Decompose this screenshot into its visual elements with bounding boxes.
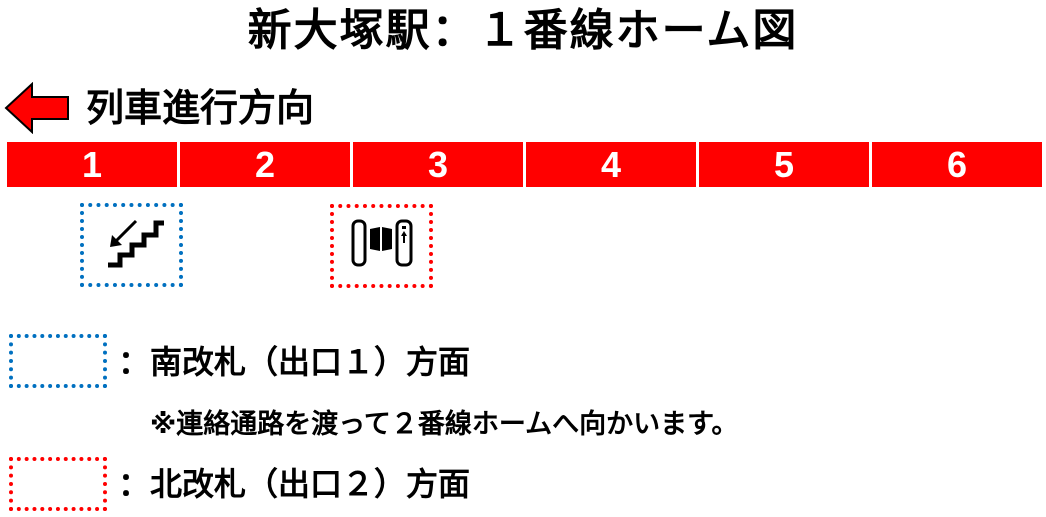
train-direction: 列車進行方向 — [4, 80, 314, 136]
legend-swatch-north — [9, 457, 107, 511]
left-arrow-icon — [4, 82, 70, 134]
ticket-gate-icon — [350, 217, 414, 275]
transfer-note: ※連絡通路を渡って２番線ホームへ向かいます。 — [150, 409, 739, 440]
legend-swatch-south — [9, 334, 107, 388]
car-2: 2 — [180, 142, 350, 187]
stairs-south-exit — [80, 203, 183, 287]
car-4: 4 — [526, 142, 696, 187]
legend-label-north: ：北改札（出口２）方面 — [118, 465, 471, 503]
car-5: 5 — [699, 142, 869, 187]
legend-label-south: ：南改札（出口１）方面 — [118, 343, 471, 381]
stairs-down-icon — [100, 215, 164, 275]
car-6: 6 — [872, 142, 1042, 187]
car-1: 1 — [7, 142, 177, 187]
page-title: 新大塚駅：１番線ホーム図 — [247, 5, 799, 56]
car-strip: 1 2 3 4 5 6 — [7, 142, 1042, 187]
direction-label: 列車進行方向 — [86, 86, 315, 130]
car-3: 3 — [353, 142, 523, 187]
ticket-gate-north-exit — [330, 204, 433, 288]
